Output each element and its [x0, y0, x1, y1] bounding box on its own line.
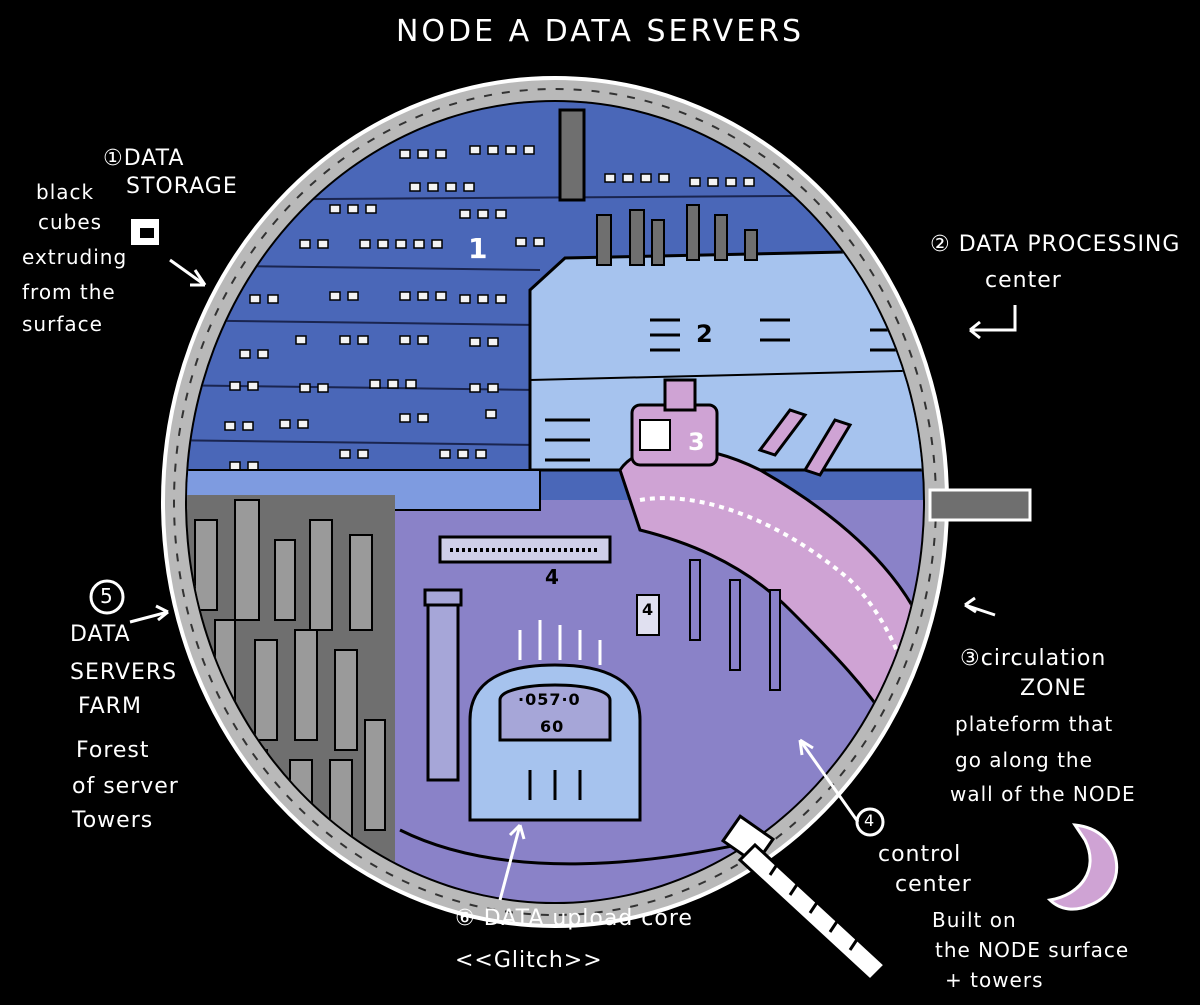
label-storage-line2: STORAGE — [126, 174, 238, 199]
servers-heading-2: FARM — [78, 694, 142, 719]
arrow-servers — [129, 610, 169, 624]
label-circulation-line1: ③circulation — [960, 646, 1107, 671]
label-processing-line1: ② DATA PROCESSING — [930, 232, 1181, 257]
core-top-label: ·057·0 — [518, 690, 581, 709]
scene-number-4: 4 — [545, 565, 560, 589]
circulation-note-2: wall of the NODE — [950, 782, 1136, 806]
control-note-2: + towers — [945, 968, 1044, 992]
scene-number-3: 3 — [688, 428, 706, 456]
scene-number-1: 1 — [468, 232, 489, 265]
circulation-note-0: plateform that — [955, 712, 1114, 736]
circulation-crescent-icon — [1046, 823, 1119, 911]
arrow-storage — [169, 258, 206, 287]
arrow-processing — [970, 305, 1017, 332]
label-core-line2: <<Glitch>> — [455, 948, 603, 973]
arrow-core — [498, 824, 522, 901]
control-tower — [426, 598, 460, 782]
scene-number-2: 2 — [696, 320, 714, 348]
storage-note-0: black — [36, 180, 95, 204]
label-control-line2: center — [895, 872, 972, 897]
diagram-title: NODE A DATA SERVERS — [395, 14, 805, 49]
storage-note-2: extruding — [22, 245, 128, 269]
storage-note-4: surface — [22, 312, 103, 336]
storage-note-3: from the — [22, 280, 116, 304]
scene-number-4b: 4 — [642, 600, 655, 619]
servers-note-1: of server — [72, 774, 179, 799]
label-storage-line1: ①DATA — [103, 146, 185, 171]
servers-heading-1: SERVERS — [70, 660, 178, 685]
marker-4 — [855, 807, 885, 837]
black-cube-icon — [129, 217, 161, 247]
bolt-icon — [720, 814, 888, 983]
label-servers-marker: 5 — [100, 584, 114, 608]
storage-note-1: cubes — [38, 210, 103, 234]
servers-heading-0: DATA — [70, 622, 131, 647]
label-processing-line2: center — [985, 268, 1062, 293]
label-control-marker: 4 — [864, 811, 876, 830]
circulation-note-1: go along the — [955, 748, 1093, 772]
servers-note-0: Forest — [76, 738, 150, 763]
arrow-control — [798, 739, 860, 823]
servers-note-2: Towers — [72, 808, 154, 833]
label-control-line1: control — [878, 842, 962, 867]
control-note-0: Built on — [932, 908, 1017, 932]
marker-5 — [89, 579, 125, 615]
control-note-1: the NODE surface — [935, 938, 1130, 962]
label-circulation-line2: ZONE — [1020, 676, 1087, 701]
core-mid-label: 60 — [540, 717, 565, 736]
label-core-line1: ⑥ DATA upload core — [455, 906, 693, 931]
side-pipe-icon — [928, 488, 1032, 522]
